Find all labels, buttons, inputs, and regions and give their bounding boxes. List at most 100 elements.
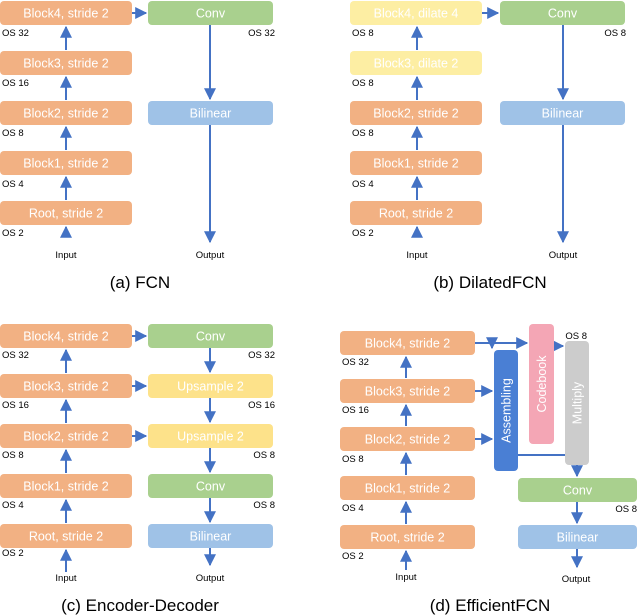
- annotation-d-4: OS 2: [342, 551, 364, 562]
- b-root-box: [350, 201, 482, 225]
- annotation-a-4: OS 2: [2, 228, 24, 239]
- a-block1-box: [0, 151, 132, 175]
- annotation-b-1: OS 8: [352, 78, 374, 89]
- a-conv-box: [148, 1, 273, 25]
- b-conv-label: Conv: [548, 7, 578, 21]
- annotation-a-5: OS 32: [248, 28, 275, 39]
- c-root-box: [0, 524, 132, 548]
- a-block3-label: Block3, stride 2: [23, 57, 109, 71]
- c-block1-label: Block1, stride 2: [23, 480, 109, 494]
- annotation-b-3: OS 4: [352, 179, 374, 190]
- c-upsample1-box: [148, 374, 273, 398]
- c-root-label: Root, stride 2: [29, 530, 103, 544]
- c-bilinear-box: [148, 524, 273, 548]
- caption-c: (c) Encoder-Decoder: [61, 596, 219, 615]
- b-block2-box: [350, 101, 482, 125]
- b-bilinear-box: [500, 101, 625, 125]
- annotation-b-5: OS 8: [604, 28, 626, 39]
- d-multiply-label: Multiply: [571, 381, 585, 424]
- annotation-c-2: OS 8: [2, 450, 24, 461]
- c-block1-box: [0, 474, 132, 498]
- d-block3-label: Block3, stride 2: [365, 385, 451, 399]
- d-block3-box: [340, 379, 475, 403]
- d-multiply-box: [565, 341, 589, 465]
- c-upsample1-label: Upsample 2: [177, 380, 244, 394]
- annotation-a-0: OS 32: [2, 28, 29, 39]
- a-block2-box: [0, 101, 132, 125]
- d-bilinear-label: Bilinear: [557, 531, 599, 545]
- annotation-c-7: OS 8: [253, 450, 275, 461]
- b-block3-box: [350, 51, 482, 75]
- annotation-a-7: Output: [196, 250, 225, 261]
- annotation-c-3: OS 4: [2, 500, 24, 511]
- b-bilinear-label: Bilinear: [542, 107, 584, 121]
- c-conv1-label: Conv: [196, 330, 226, 344]
- annotation-d-5: OS 8: [565, 331, 587, 342]
- a-block1-label: Block1, stride 2: [23, 157, 109, 171]
- annotation-c-0: OS 32: [2, 350, 29, 361]
- d-block4-label: Block4, stride 2: [365, 337, 451, 351]
- a-conv-label: Conv: [196, 7, 226, 21]
- annotation-d-7: Input: [395, 572, 416, 583]
- c-bilinear-label: Bilinear: [190, 530, 232, 544]
- d-bilinear-box: [518, 525, 637, 549]
- edge-layer: [60, 7, 583, 572]
- a-block4-label: Block4, stride 2: [23, 7, 109, 21]
- d-block2-box: [340, 427, 475, 451]
- caption-b: (b) DilatedFCN: [433, 273, 546, 292]
- annotation-d-1: OS 16: [342, 405, 369, 416]
- c-conv2-label: Conv: [196, 480, 226, 494]
- annotation-b-2: OS 8: [352, 128, 374, 139]
- d-codebook-label: Codebook: [535, 355, 549, 413]
- a-root-label: Root, stride 2: [29, 207, 103, 221]
- b-block1-label: Block1, stride 2: [373, 157, 459, 171]
- arrow-edge-34: [475, 337, 498, 350]
- c-conv2-box: [148, 474, 273, 498]
- a-bilinear-box: [148, 101, 273, 125]
- annotation-c-6: OS 16: [248, 400, 275, 411]
- b-block3-label: Block3, dilate 2: [374, 57, 459, 71]
- annotation-d-6: OS 8: [615, 504, 637, 515]
- b-conv-box: [500, 1, 625, 25]
- node-layer: [0, 1, 637, 549]
- a-block4-box: [0, 1, 132, 25]
- b-block4-label: Block4, dilate 4: [374, 7, 459, 21]
- b-root-label: Root, stride 2: [379, 207, 453, 221]
- annotation-d-3: OS 4: [342, 503, 364, 514]
- c-block4-label: Block4, stride 2: [23, 330, 109, 344]
- b-block4-box: [350, 1, 482, 25]
- d-codebook-box: [529, 324, 554, 444]
- annotation-c-9: Input: [55, 573, 76, 584]
- c-block4-box: [0, 324, 132, 348]
- caption-d: (d) EfficientFCN: [430, 596, 551, 615]
- a-bilinear-label: Bilinear: [190, 107, 232, 121]
- c-upsample2-label: Upsample 2: [177, 430, 244, 444]
- c-upsample2-box: [148, 424, 273, 448]
- annotation-d-2: OS 8: [342, 454, 364, 465]
- d-block1-label: Block1, stride 2: [365, 482, 451, 496]
- annotation-a-6: Input: [55, 250, 76, 261]
- annotation-b-6: Input: [406, 250, 427, 261]
- d-block1-box: [340, 476, 475, 500]
- c-conv1-box: [148, 324, 273, 348]
- annotation-d-0: OS 32: [342, 357, 369, 368]
- a-block3-box: [0, 51, 132, 75]
- annotation-a-3: OS 4: [2, 179, 24, 190]
- caption-a: (a) FCN: [110, 273, 170, 292]
- annotation-d-8: Output: [562, 574, 591, 585]
- annotation-b-4: OS 2: [352, 228, 374, 239]
- d-root-label: Root, stride 2: [370, 531, 444, 545]
- d-assembling-box: [494, 350, 518, 471]
- a-root-box: [0, 201, 132, 225]
- label-layer: Block4, stride 2 Block3, stride 2 Block2, …: [2, 7, 637, 616]
- c-block2-box: [0, 424, 132, 448]
- b-block2-label: Block2, stride 2: [373, 107, 459, 121]
- annotation-b-7: Output: [549, 250, 578, 261]
- annotation-c-4: OS 2: [2, 548, 24, 559]
- annotation-a-2: OS 8: [2, 128, 24, 139]
- annotation-a-1: OS 16: [2, 78, 29, 89]
- annotation-c-5: OS 32: [248, 350, 275, 361]
- c-block3-box: [0, 374, 132, 398]
- a-block2-label: Block2, stride 2: [23, 107, 109, 121]
